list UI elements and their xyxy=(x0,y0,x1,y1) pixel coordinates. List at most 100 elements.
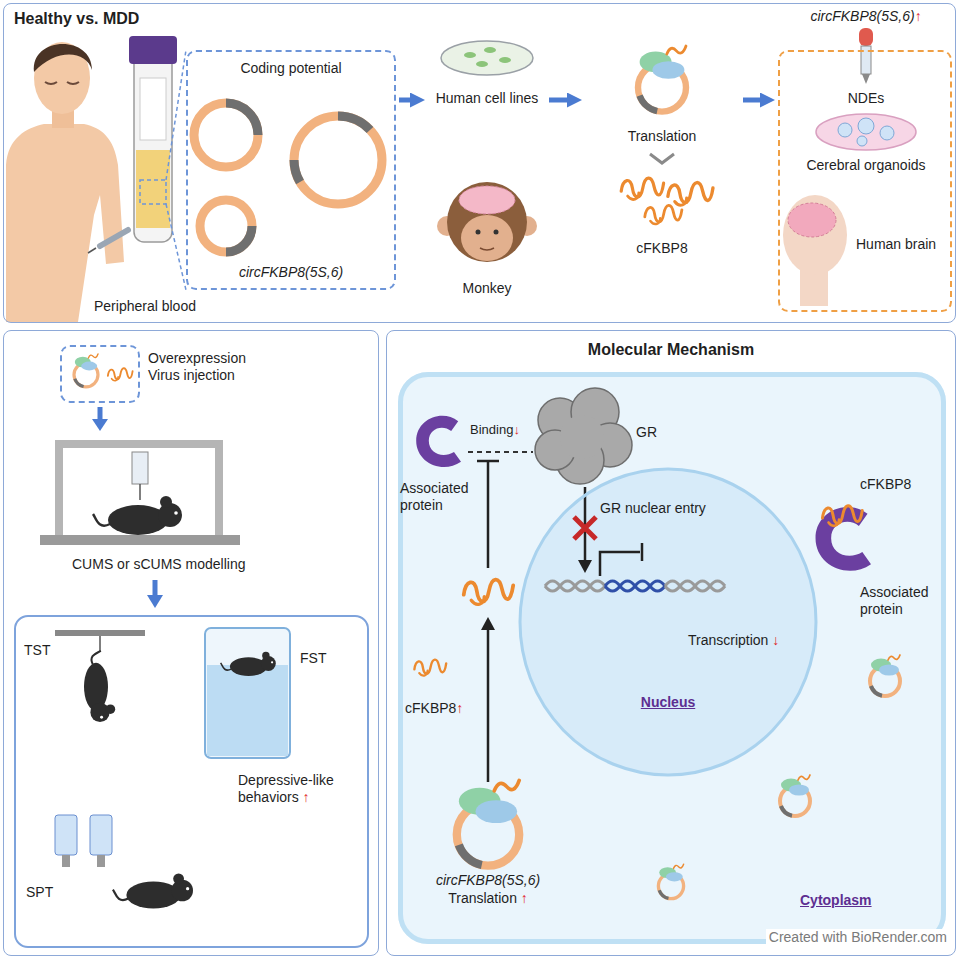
organoid-dish xyxy=(857,136,867,146)
sucrose-preference-icon xyxy=(113,873,193,908)
molecule-label: Associated protein xyxy=(860,584,940,618)
gr-protein xyxy=(560,415,604,459)
forced-swim-icon xyxy=(205,628,290,758)
model-column: Human cell linesMonkey xyxy=(428,12,546,312)
sample-label: Cerebral organoids xyxy=(806,157,925,174)
blue-arrow xyxy=(153,580,158,596)
dna-strand xyxy=(545,581,605,591)
sucrose-preference-icon xyxy=(55,815,193,909)
organoid-dish xyxy=(816,114,916,150)
circrna-ribosome xyxy=(870,655,900,696)
person-figure xyxy=(6,42,128,322)
sucrose-preference-icon xyxy=(55,815,77,855)
person-figure xyxy=(100,230,128,246)
stereotaxic-frame xyxy=(132,452,148,484)
circrna-circles xyxy=(194,103,382,252)
process-label: Binding↓ xyxy=(470,422,520,438)
circrna-ribosome xyxy=(658,864,683,898)
tail-suspension-icon xyxy=(84,651,115,722)
virus-icons xyxy=(74,354,98,387)
sample-label: NDEs xyxy=(848,90,885,107)
circrna-circles xyxy=(200,200,252,252)
stereotaxic-frame xyxy=(40,535,240,545)
change-arrow: ↓ xyxy=(513,422,520,437)
cell-dish xyxy=(464,52,476,58)
translation-icon xyxy=(621,46,713,224)
flow-arrow xyxy=(549,98,567,103)
dna-strand xyxy=(665,581,725,591)
monkey-head xyxy=(437,182,537,262)
circrna-ribosome xyxy=(780,775,810,816)
human-head xyxy=(788,203,836,237)
coding-potential-box: Coding potential circFKBP8(5S,6) xyxy=(186,50,396,290)
cfkbp8-peptide xyxy=(414,660,446,676)
dna-strand xyxy=(545,581,725,591)
translation-arrow xyxy=(487,628,490,782)
monkey-head xyxy=(461,215,513,261)
process-label: GR nuclear entry xyxy=(600,500,706,517)
translation-icon xyxy=(621,178,663,199)
cell-dish xyxy=(441,41,533,75)
sample-label: Human brain xyxy=(856,236,936,253)
figure-panel: Healthy vs. MDDCoding potentialcircFKBP8… xyxy=(3,3,956,323)
forced-swim-icon xyxy=(221,652,276,676)
person-figure xyxy=(45,82,79,84)
blood-tube xyxy=(140,78,166,140)
gr-protein xyxy=(535,388,632,484)
translation-icon xyxy=(668,183,713,206)
gr-entry-arrow xyxy=(574,517,596,539)
organoid-dish xyxy=(858,118,874,134)
tail-suspension-icon xyxy=(55,630,145,636)
change-arrow: ↑ xyxy=(303,789,310,805)
dropper-icon xyxy=(859,28,873,84)
monkey-head xyxy=(480,248,494,250)
cell-dish xyxy=(499,57,511,63)
molecule-label: Associated protein xyxy=(400,480,480,514)
cell-outline: CytoplasmTranscription ↓Nucleus xyxy=(398,372,946,944)
translation-column: TranslationcFKBP8 xyxy=(585,12,740,312)
process-label: Transcription ↓ xyxy=(688,632,779,649)
watermark: Created with BioRender.com xyxy=(766,929,950,946)
dna-strand xyxy=(605,581,665,591)
process-label: Translation ↑ xyxy=(448,890,528,907)
human-head xyxy=(783,195,847,306)
circrna-ribosome xyxy=(457,780,519,865)
blue-arrow xyxy=(147,595,163,608)
binding-line xyxy=(468,451,533,453)
sample-label: Peripheral blood xyxy=(94,298,196,315)
translation-icon xyxy=(645,205,682,224)
blood-tube xyxy=(166,204,186,290)
cell-dish xyxy=(484,47,496,53)
blue-arrow xyxy=(98,407,103,420)
cfkbp8-peptide xyxy=(464,580,513,605)
molecule-label: cFKBP8↑ xyxy=(405,700,463,717)
cytoplasm-ground xyxy=(398,372,946,944)
tail-suspension-icon xyxy=(99,636,101,652)
tail-suspension-icon xyxy=(84,651,115,722)
box-heading: Coding potential xyxy=(240,60,341,77)
monkey-head xyxy=(476,230,481,235)
transcription-inhibition xyxy=(600,552,640,576)
test-label: FST xyxy=(300,650,326,667)
cell-dish xyxy=(476,61,488,67)
virus-icons xyxy=(108,368,133,380)
inhibition-line xyxy=(487,462,490,568)
dna-strand xyxy=(605,581,665,591)
cell-dish xyxy=(441,41,533,75)
monkey-head xyxy=(447,182,527,262)
person-figure xyxy=(34,44,92,72)
translation-icon xyxy=(638,46,686,112)
monkey-head xyxy=(459,186,515,214)
circrna-circles xyxy=(226,103,258,135)
translation-arrow xyxy=(481,617,495,782)
molecule-label: circFKBP8(5S,6) xyxy=(239,264,343,281)
blood-tube xyxy=(129,36,177,64)
molecule-label: GR xyxy=(636,424,657,441)
monkey-head xyxy=(494,230,499,235)
transcription-inhibition xyxy=(641,543,644,561)
dropper-icon xyxy=(862,74,870,84)
box-heading: Overexpression Virus injection xyxy=(148,350,268,384)
